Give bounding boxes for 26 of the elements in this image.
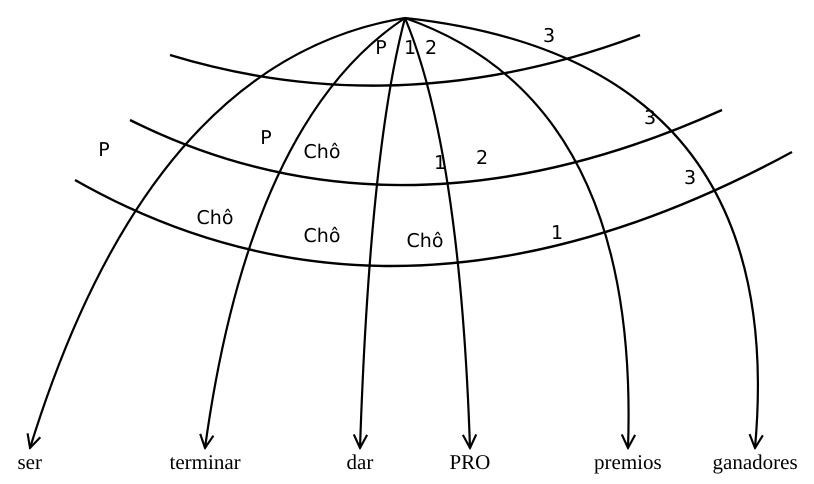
word-label: ganadores [712, 450, 798, 474]
arrow [26, 16, 406, 450]
arrow [404, 18, 478, 450]
grid-label: P [375, 37, 387, 59]
arrow [404, 16, 764, 450]
grid-label: Chô [196, 207, 234, 229]
grid-label: 2 [424, 37, 438, 59]
grid-label: Chô [304, 141, 340, 163]
word-label: dar [346, 450, 374, 474]
arrow [199, 17, 406, 450]
grid-label: P [98, 139, 110, 161]
grid-label: 3 [684, 167, 696, 189]
grid-label: 3 [542, 25, 556, 47]
grid-label: 2 [476, 147, 488, 169]
grid-label: P [260, 127, 272, 149]
grid-label: Chô [304, 225, 340, 247]
arrow [404, 16, 636, 450]
word-label: PRO [450, 450, 490, 474]
grid-label: 1 [550, 222, 564, 244]
grid-label: Chô [406, 230, 444, 252]
word-label: premios [594, 450, 662, 474]
word-label: ser [18, 450, 42, 474]
grid-label: 1 [404, 37, 416, 59]
word-label: terminar [170, 450, 241, 474]
grid-label: 1 [434, 152, 446, 174]
arrow [352, 18, 406, 450]
